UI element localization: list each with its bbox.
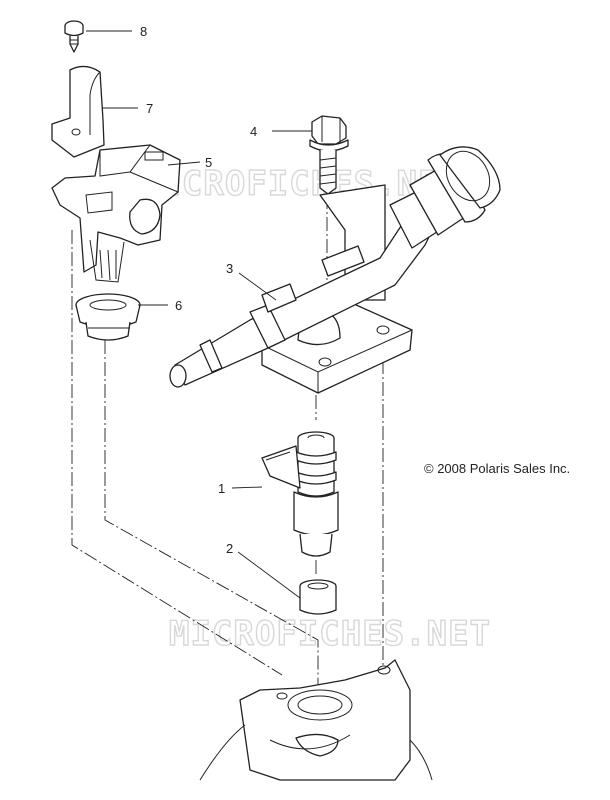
callout-6: 6 — [175, 298, 182, 313]
callout-1: 1 — [218, 481, 225, 496]
watermark-bottom: MICROFICHES.NET — [169, 614, 491, 654]
callout-8: 8 — [140, 24, 147, 39]
callout-3: 3 — [226, 261, 233, 276]
bracket-part-7[interactable] — [51, 65, 105, 158]
alignment-lines — [71, 195, 384, 690]
callout-4: 4 — [250, 124, 257, 139]
injector-part-1[interactable] — [261, 431, 339, 557]
screw-part-8[interactable] — [64, 20, 84, 53]
fuel-rail-part-3[interactable] — [169, 143, 501, 394]
grommet-part-6[interactable] — [75, 293, 141, 341]
copyright-text: © 2008 Polaris Sales Inc. — [424, 461, 570, 476]
sensor-part-5[interactable] — [51, 144, 181, 283]
callout-7: 7 — [146, 101, 153, 116]
leader-lines — [86, 30, 312, 599]
sleeve-part-2[interactable] — [299, 579, 337, 615]
callout-5: 5 — [205, 155, 212, 170]
manifold-housing — [199, 659, 433, 781]
callout-2: 2 — [226, 541, 233, 556]
